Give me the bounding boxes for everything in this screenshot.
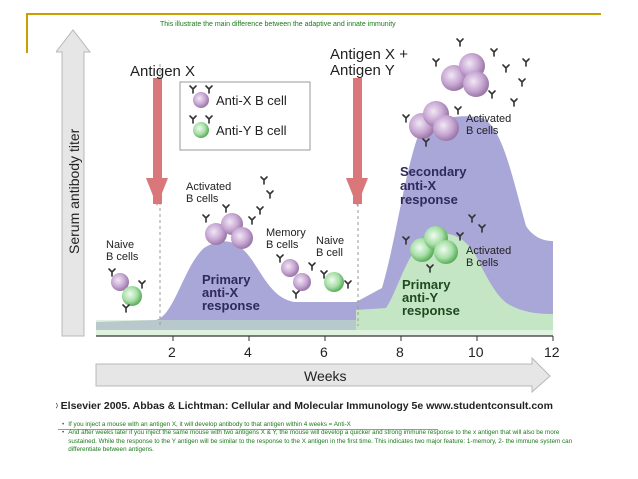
- primary-anti-y-label-3: response: [402, 303, 460, 318]
- x-tick-10: 10: [468, 344, 484, 360]
- activated-top-label-1: Activated: [466, 113, 511, 125]
- memory-b-cells-group: [276, 254, 316, 299]
- y-axis-label: Serum antibody titer: [66, 128, 82, 254]
- activated-top-label-2: B cells: [466, 125, 499, 137]
- activated-b-cells-label-2: B cells: [186, 193, 219, 205]
- slide-caption: This illustrate the main difference betw…: [160, 21, 396, 28]
- primary-anti-x-label-3: response: [202, 298, 260, 313]
- y-axis-arrow: [54, 29, 92, 337]
- naive-b-cell-label-2: B cell: [316, 247, 343, 259]
- copyright-line: © Elsevier 2005. Abbas & Lichtman: Cellu…: [56, 400, 553, 412]
- primary-anti-y-label-1: Primary: [402, 277, 451, 292]
- note-text: If you inject a mouse with an antigen X,…: [68, 421, 351, 428]
- activated-y-label-2: B cells: [466, 257, 499, 269]
- x-tick-4: 4: [244, 344, 252, 360]
- memory-b-cells-label-2: B cells: [266, 239, 299, 251]
- activated-y-label-1: Activated: [466, 245, 511, 257]
- legend-anti-y-label: Anti-Y B cell: [216, 123, 287, 138]
- activated-b-cells-middle-group: [402, 101, 462, 147]
- x-axis-arrow: [95, 356, 551, 394]
- baseline-strip: [96, 320, 553, 336]
- note-text: And after weeks later if you inject the …: [68, 429, 573, 453]
- secondary-anti-x-label-2: anti-X: [400, 178, 436, 193]
- naive-b-cells-label-1: Naive: [106, 239, 134, 251]
- legend-anti-x-label: Anti-X B cell: [216, 93, 287, 108]
- note-item: • And after weeks later if you inject th…: [62, 429, 582, 454]
- x-axis-ticks: [172, 336, 554, 341]
- naive-b-cells-label-2: B cells: [106, 251, 139, 263]
- primary-anti-y-label-2: anti-Y: [402, 290, 438, 305]
- activated-b-cells-label-1: Activated: [186, 181, 231, 193]
- primary-anti-x-label-2: anti-X: [202, 285, 238, 300]
- x-tick-6: 6: [320, 344, 328, 360]
- memory-b-cells-label-1: Memory: [266, 227, 306, 239]
- x-axis-label: Weeks: [304, 368, 347, 384]
- legend-anti-x-cell-icon: [193, 92, 209, 108]
- naive-b-cells-group: [108, 268, 146, 313]
- antigen-x-label: Antigen X: [130, 63, 195, 80]
- legend-anti-y-cell-icon: [193, 122, 209, 138]
- x-tick-8: 8: [396, 344, 404, 360]
- naive-b-cell-y-group: [320, 270, 352, 292]
- antigen-xy-label-line1: Antigen X +: [330, 46, 408, 63]
- activated-y-cells-group: [402, 214, 486, 273]
- top-corner-line: [26, 13, 28, 53]
- primary-anti-x-label-1: Primary: [202, 272, 251, 287]
- activated-b-cells-top-group: [432, 38, 530, 107]
- activated-b-cells-primary-group: [202, 176, 274, 249]
- anti-y-response-area: [356, 233, 553, 330]
- top-divider-line: [26, 13, 601, 15]
- secondary-anti-x-label-3: response: [400, 192, 458, 207]
- bullet-icon: •: [62, 421, 65, 428]
- naive-b-cell-label-1: Naive: [316, 235, 344, 247]
- antigen-x-arrow: [146, 78, 168, 206]
- bullet-icon: •: [62, 429, 65, 437]
- bottom-divider-line: [58, 429, 438, 430]
- notes-list: • If you inject a mouse with an antigen …: [62, 421, 582, 454]
- immune-response-diagram: Serum antibody titer Antigen X Antigen X…: [50, 29, 560, 412]
- immune-response-figure: Serum antibody titer Antigen X Antigen X…: [50, 26, 576, 414]
- note-item: • If you inject a mouse with an antigen …: [62, 421, 582, 429]
- x-tick-2: 2: [168, 344, 176, 360]
- secondary-anti-x-label-1: Secondary: [400, 164, 467, 179]
- legend-box: Anti-X B cell Anti-Y B cell: [179, 81, 311, 151]
- antigen-xy-arrow: [346, 78, 368, 206]
- antigen-xy-label-line2: Antigen Y: [330, 62, 395, 79]
- x-tick-12: 12: [544, 344, 560, 360]
